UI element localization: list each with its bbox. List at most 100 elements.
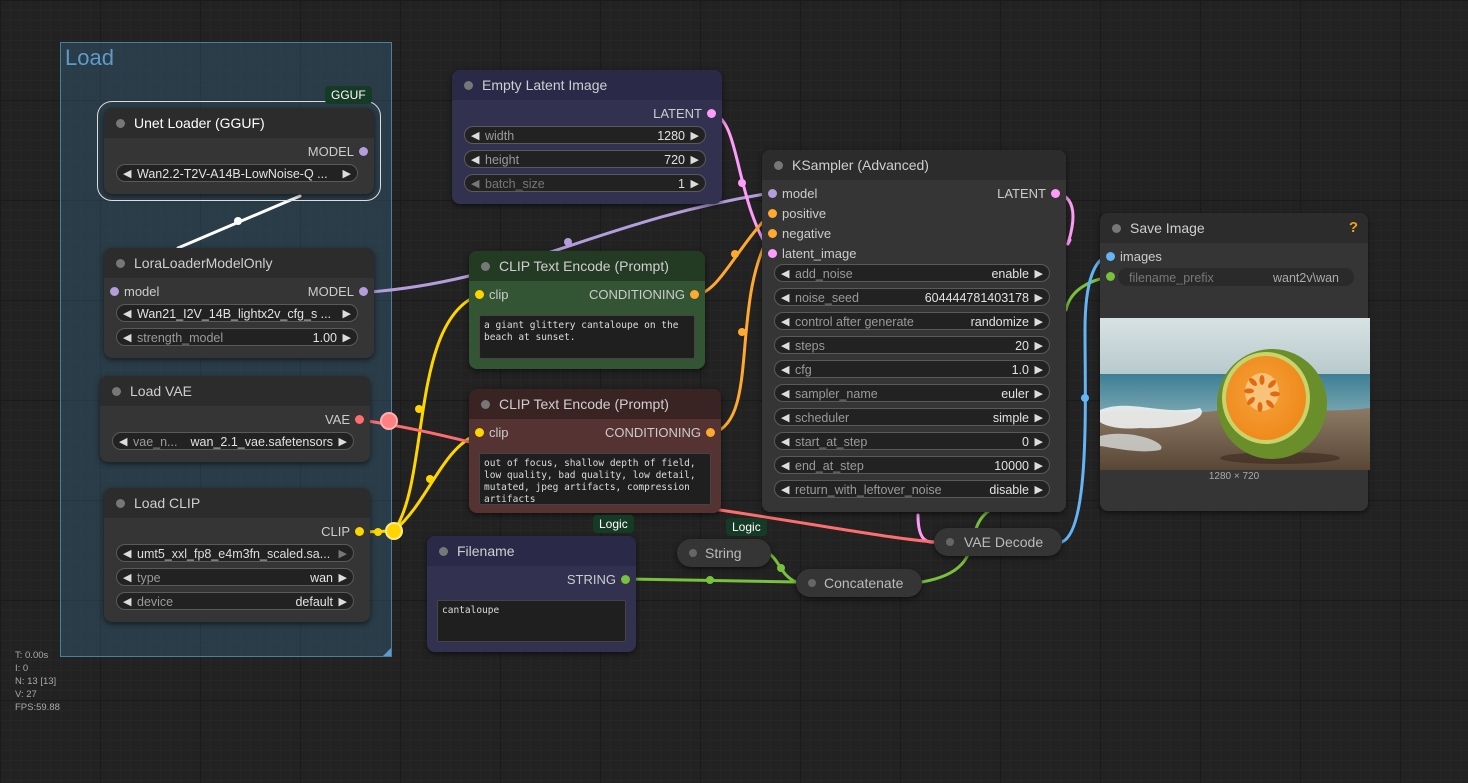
arrow-right-icon[interactable]: ▶	[1034, 340, 1043, 352]
arrow-left-icon[interactable]: ◀	[781, 268, 790, 280]
output-image-preview[interactable]	[1100, 318, 1370, 470]
arrow-right-icon[interactable]: ▶	[1034, 292, 1043, 304]
lora-name-combo[interactable]: ◀ Wan21_I2V_14B_lightx2v_cfg_s ... ▶	[116, 304, 358, 322]
filename-node[interactable]: Filename STRING cantaloupe	[427, 536, 636, 652]
node-title[interactable]: Unet Loader (GGUF)	[104, 108, 374, 138]
prompt-textarea[interactable]: out of focus, shallow depth of field, lo…	[479, 453, 711, 505]
node-title[interactable]: CLIP Text Encode (Prompt)	[469, 251, 705, 281]
arrow-left-icon[interactable]: ◀	[123, 308, 132, 320]
node-title[interactable]: Load VAE	[100, 376, 370, 406]
clip-input-slot[interactable]	[475, 428, 484, 437]
images-input-slot[interactable]	[1106, 252, 1115, 261]
arrow-left-icon[interactable]: ◀	[781, 316, 790, 328]
load-clip-node[interactable]: Load CLIP CLIP ◀ umt5_xxl_fp8_e4m3fn_sca…	[104, 488, 370, 622]
clip-name-combo[interactable]: ◀ umt5_xxl_fp8_e4m3fn_scaled.sa... ▶	[116, 544, 354, 562]
model-output-slot[interactable]	[359, 287, 368, 296]
arrow-left-icon[interactable]: ◀	[471, 130, 480, 142]
node-title[interactable]: LoraLoaderModelOnly	[104, 248, 374, 278]
filename-textarea[interactable]: cantaloupe	[437, 600, 626, 642]
vae-decode-node-collapsed[interactable]: VAE Decode	[934, 528, 1062, 556]
arrow-right-icon[interactable]: ▶	[338, 572, 347, 584]
node-title[interactable]: Save Image	[1100, 213, 1368, 243]
arrow-right-icon[interactable]: ▶	[338, 596, 347, 608]
arrow-right-icon[interactable]: ▶	[1034, 364, 1043, 376]
positive-input-slot[interactable]	[768, 209, 777, 218]
arrow-right-icon[interactable]: ▶	[690, 178, 699, 190]
model-output-slot[interactable]	[359, 147, 368, 156]
arrow-left-icon[interactable]: ◀	[123, 596, 132, 608]
width-number[interactable]: ◀ width 1280 ▶	[464, 126, 706, 144]
unet-loader-node[interactable]: Unet Loader (GGUF) MODEL ◀ Wan2.2-T2V-A1…	[97, 101, 381, 201]
arrow-right-icon[interactable]: ▶	[342, 308, 351, 320]
vae-name-combo[interactable]: ◀ vae_n... wan_2.1_vae.safetensors ▶	[112, 432, 354, 450]
arrow-right-icon[interactable]: ▶	[1034, 436, 1043, 448]
arrow-left-icon[interactable]: ◀	[781, 340, 790, 352]
arrow-left-icon[interactable]: ◀	[781, 388, 790, 400]
arrow-right-icon[interactable]: ▶	[1034, 268, 1043, 280]
node-title[interactable]: Load CLIP	[104, 488, 370, 518]
arrow-left-icon[interactable]: ◀	[781, 292, 790, 304]
lora-loader-node[interactable]: LoraLoaderModelOnly model MODEL ◀ Wan21_…	[104, 248, 374, 358]
strength-model-number[interactable]: ◀ strength_model 1.00 ▶	[116, 328, 358, 346]
latent-output-slot[interactable]	[1051, 189, 1060, 198]
node-title[interactable]: Empty Latent Image	[452, 70, 722, 100]
arrow-left-icon[interactable]: ◀	[781, 460, 790, 472]
arrow-left-icon[interactable]: ◀	[123, 332, 132, 344]
vae-output-slot[interactable]	[355, 415, 364, 424]
latent-output-slot[interactable]	[707, 109, 716, 118]
node-title[interactable]: KSampler (Advanced)	[762, 150, 1066, 180]
unet-name-combo[interactable]: ◀ Wan2.2-T2V-A14B-LowNoise-Q ... ▶	[116, 164, 358, 182]
arrow-right-icon[interactable]: ▶	[342, 332, 351, 344]
clip-text-encode-negative-node[interactable]: CLIP Text Encode (Prompt) clip CONDITION…	[469, 389, 721, 513]
arrow-right-icon[interactable]: ▶	[1034, 460, 1043, 472]
arrow-right-icon[interactable]: ▶	[1034, 388, 1043, 400]
clip-device-combo[interactable]: ◀ device default ▶	[116, 592, 354, 610]
model-input-slot[interactable]	[110, 287, 119, 296]
prompt-textarea[interactable]: a giant glittery cantaloupe on the beach…	[479, 315, 695, 359]
concatenate-node-collapsed[interactable]: Concatenate	[796, 569, 922, 597]
model-input-slot[interactable]	[768, 189, 777, 198]
arrow-right-icon[interactable]: ▶	[1034, 484, 1043, 496]
arrow-right-icon[interactable]: ▶	[338, 436, 347, 448]
arrow-left-icon[interactable]: ◀	[781, 364, 790, 376]
filename-prefix-widget[interactable]: filename_prefix want2v\wan	[1118, 268, 1354, 286]
latent-image-input-slot[interactable]	[768, 249, 777, 258]
conditioning-output-slot[interactable]	[690, 290, 699, 299]
help-icon[interactable]: ?	[1348, 219, 1358, 236]
arrow-right-icon[interactable]: ▶	[1034, 316, 1043, 328]
arrow-right-icon[interactable]: ▶	[690, 154, 699, 166]
arrow-left-icon[interactable]: ◀	[781, 412, 790, 424]
clip-text-encode-positive-node[interactable]: CLIP Text Encode (Prompt) clip CONDITION…	[469, 251, 705, 369]
string-output-slot[interactable]	[621, 575, 630, 584]
save-image-node[interactable]: Save Image ? images filename_prefix want…	[1100, 213, 1370, 511]
node-title[interactable]: Filename	[427, 536, 636, 566]
batch-size-number[interactable]: ◀ batch_size 1 ▶	[464, 174, 706, 192]
group-resize-handle[interactable]	[383, 648, 391, 656]
load-vae-node[interactable]: Load VAE VAE ◀ vae_n... wan_2.1_vae.safe…	[100, 376, 370, 462]
node-title[interactable]: CLIP Text Encode (Prompt)	[469, 389, 721, 419]
arrow-left-icon[interactable]: ◀	[781, 436, 790, 448]
empty-latent-node[interactable]: Empty Latent Image LATENT ◀ width 1280 ▶…	[452, 70, 722, 204]
arrow-left-icon[interactable]: ◀	[119, 436, 128, 448]
arrow-right-icon[interactable]: ▶	[1034, 412, 1043, 424]
clip-input-slot[interactable]	[475, 290, 484, 299]
string-node-collapsed[interactable]: String	[677, 539, 771, 567]
arrow-left-icon[interactable]: ◀	[123, 572, 132, 584]
filename-prefix-input-slot[interactable]	[1106, 272, 1115, 281]
arrow-left-icon[interactable]: ◀	[781, 484, 790, 496]
ksampler-advanced-node[interactable]: KSampler (Advanced) model LATENT positiv…	[762, 150, 1066, 512]
arrow-left-icon[interactable]: ◀	[471, 154, 480, 166]
height-number[interactable]: ◀ height 720 ▶	[464, 150, 706, 168]
arrow-right-icon[interactable]: ▶	[338, 548, 347, 560]
conditioning-output-slot[interactable]	[706, 428, 715, 437]
arrow-left-icon[interactable]: ◀	[123, 168, 132, 180]
